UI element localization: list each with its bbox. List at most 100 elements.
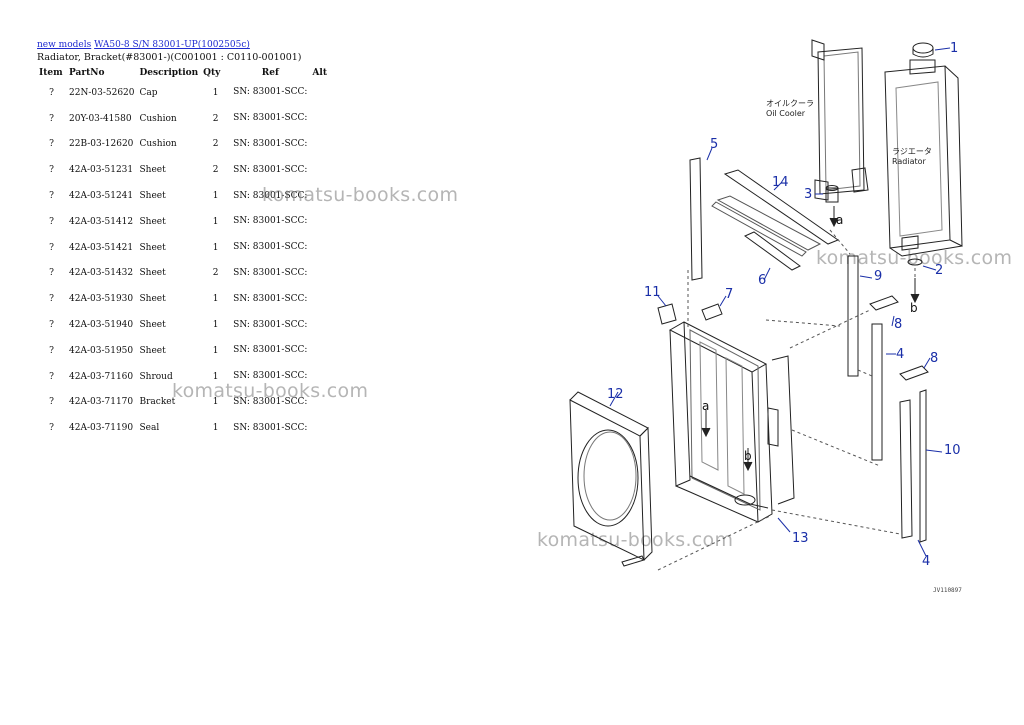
cell-qty: 1 <box>212 320 219 331</box>
cell-qty: 2 <box>212 139 219 150</box>
radiator-drawing <box>884 42 963 257</box>
cell-part-number: 42A-03-51412 <box>69 216 134 227</box>
cell-ref: SN: 83001-SCC: <box>233 87 308 98</box>
oil-cooler-label-jp: オイルクーラ <box>766 99 814 108</box>
cell-ref: SN: 83001-SCC: <box>233 422 308 433</box>
callout-6: 6 <box>758 273 766 288</box>
callout-11: 11 <box>644 285 661 300</box>
cell-qty: 1 <box>212 216 219 227</box>
cell-alt <box>310 209 330 235</box>
callout-5: 5 <box>710 137 718 152</box>
cell-alt <box>310 80 330 106</box>
cell-part-number: 20Y-03-41580 <box>69 113 132 124</box>
cell-part-number: 42A-03-51940 <box>69 320 134 331</box>
drawing-code: JV110897 <box>933 587 962 594</box>
cell-description: Cushion <box>139 113 177 124</box>
cell-item: ? <box>49 294 54 305</box>
cell-ref: SN: 83001-SCC: <box>233 138 308 149</box>
callout-10: 10 <box>944 443 961 458</box>
callout-14: 14 <box>772 175 789 190</box>
cell-qty: 2 <box>212 165 219 176</box>
parts-table: Item PartNo Description Qty Ref Alt ?22N… <box>37 66 330 441</box>
cell-qty: 1 <box>212 345 219 356</box>
bracket-frame-drawing <box>668 321 795 523</box>
col-qty-header: Qty <box>203 68 221 78</box>
cell-item: ? <box>49 268 54 279</box>
col-item-header: Item <box>39 68 63 78</box>
cell-alt <box>310 132 330 158</box>
breadcrumb-model-link[interactable]: WA50-8 S/N 83001-UP(1002505c) <box>94 40 250 50</box>
cell-ref: SN: 83001-SCC: <box>233 371 308 382</box>
col-ref-header: Ref <box>261 68 279 78</box>
cell-part-number: 22N-03-52620 <box>69 87 135 98</box>
cell-ref: SN: 83001-SCC: <box>233 113 308 124</box>
cell-qty: 2 <box>212 268 219 279</box>
cell-qty: 1 <box>212 371 219 382</box>
cell-item: ? <box>49 216 54 227</box>
callout-12: 12 <box>607 387 624 402</box>
watermark: komatsu-books.com <box>816 247 1013 269</box>
cell-qty: 1 <box>212 397 219 408</box>
cell-part-number: 42A-03-71160 <box>69 371 134 382</box>
cell-alt <box>310 106 330 132</box>
cell-ref: SN: 83001-SCC: <box>233 293 308 304</box>
callout-9: 9 <box>874 269 882 284</box>
cell-alt <box>310 157 330 183</box>
cell-ref: SN: 83001-SCC: <box>233 396 308 407</box>
table-row: ? 42A-03-51412 Sheet 1 SN: 83001-SCC: <box>37 209 330 235</box>
cell-part-number: 42A-03-51950 <box>69 345 134 356</box>
col-partno-header: PartNo <box>69 68 105 78</box>
col-description-header: Description <box>139 68 199 78</box>
cell-item: ? <box>49 242 54 253</box>
cell-description: Sheet <box>139 165 166 176</box>
cell-part-number: 42A-03-51241 <box>69 191 134 202</box>
cell-description: Sheet <box>139 191 166 202</box>
fan-shroud-drawing <box>569 391 653 561</box>
cell-alt <box>310 286 330 312</box>
cell-description: Sheet <box>139 216 166 227</box>
cell-ref: SN: 83001-SCC: <box>233 190 308 201</box>
cell-description: Shroud <box>139 371 173 382</box>
cell-item: ? <box>49 191 54 202</box>
cell-item: ? <box>49 113 54 124</box>
cell-alt <box>310 312 330 338</box>
cell-ref: SN: 83001-SCC: <box>233 164 308 175</box>
cell-item: ? <box>49 87 54 98</box>
cell-part-number: 42A-03-71190 <box>69 423 134 434</box>
cell-qty: 2 <box>212 113 219 124</box>
watermark: komatsu-books.com <box>262 184 459 206</box>
cell-description: Sheet <box>139 294 166 305</box>
callout-8: 8 <box>894 317 902 332</box>
radiator-label-jp: ラジエータ <box>892 147 932 156</box>
watermark: komatsu-books.com <box>172 380 369 402</box>
cell-item: ? <box>49 345 54 356</box>
oil-cooler-drawing <box>811 39 869 201</box>
cell-ref: SN: 83001-SCC: <box>233 216 308 227</box>
cell-alt <box>310 235 330 261</box>
breadcrumb-new-models-link[interactable]: new models <box>37 40 92 50</box>
cell-item: ? <box>49 320 54 331</box>
arrow-a-label: a <box>836 213 843 227</box>
oil-cooler-label: Oil Cooler <box>766 109 806 118</box>
cell-description: Cushion <box>139 139 177 150</box>
cell-item: ? <box>49 397 54 408</box>
callout-1: 1 <box>950 41 958 56</box>
table-row: ? 20Y-03-41580 Cushion 2 SN: 83001-SCC: <box>37 106 330 132</box>
arrow-b-label: b <box>744 449 752 463</box>
cell-part-number: 42A-03-51231 <box>69 165 134 176</box>
cell-description: Sheet <box>139 268 166 279</box>
arrow-a-label: a <box>702 399 709 413</box>
cell-part-number: 42A-03-51432 <box>69 268 134 279</box>
callout-13: 13 <box>792 531 809 546</box>
cell-qty: 1 <box>212 423 219 434</box>
watermark: komatsu-books.com <box>537 529 734 551</box>
cell-part-number: 42A-03-51421 <box>69 242 134 253</box>
